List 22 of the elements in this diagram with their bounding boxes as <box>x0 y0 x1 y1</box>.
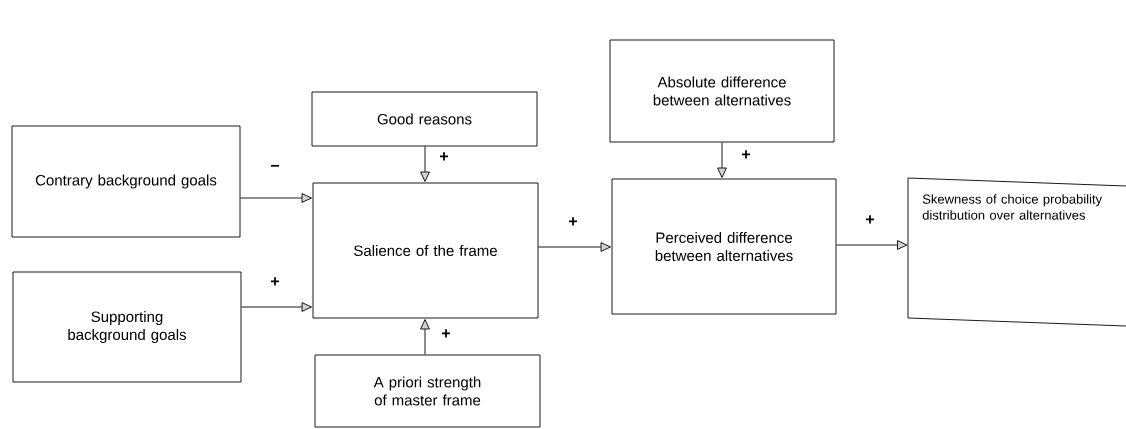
process-box: Perceived difference between alternatives <box>611 178 837 315</box>
arrow <box>717 142 727 178</box>
process-box: A priori strength of master frame <box>314 354 541 428</box>
process-box: Good reasons <box>311 91 538 147</box>
arrow <box>836 240 908 250</box>
document-box: Skewness of choice probability distribution over alternatives <box>907 177 1126 327</box>
edge-label: + <box>440 328 452 340</box>
edge-label: − <box>269 163 281 173</box>
arrow <box>538 242 611 252</box>
edge-label: + <box>864 214 876 226</box>
process-box: Absolute difference between alternatives <box>609 39 835 143</box>
process-box: Supporting background goals <box>12 271 242 383</box>
arrow <box>420 146 430 182</box>
edge-label: + <box>438 151 450 163</box>
process-box: Contrary background goals <box>11 125 241 238</box>
process-box: Salience of the frame <box>312 182 539 319</box>
edge-label: + <box>269 276 281 288</box>
arrow <box>241 302 312 312</box>
edge-label: + <box>567 216 579 228</box>
arrow <box>420 319 430 355</box>
edge-label: + <box>740 149 752 161</box>
arrow <box>240 193 312 203</box>
